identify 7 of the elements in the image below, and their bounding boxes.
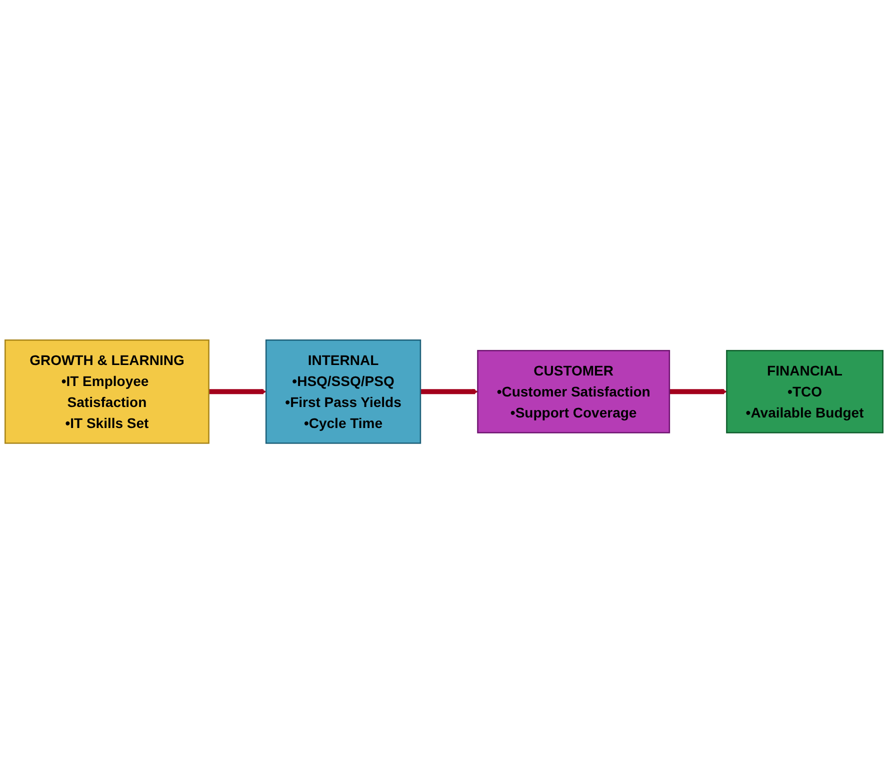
node-box: GROWTH & LEARNING •IT Employee Satisfaction •IT Skills Set <box>4 340 210 444</box>
node-box: FINANCIAL •TCO •Available Budget <box>726 350 884 434</box>
node-box: INTERNAL •HSQ/SSQ/PSQ •First Pass Yields •Cycle Time <box>265 340 422 444</box>
arrow <box>669 389 727 395</box>
arrow <box>420 389 478 395</box>
arrow <box>208 389 266 395</box>
node-box: CUSTOMER •Customer Satisfaction •Support Coverage <box>477 350 670 434</box>
